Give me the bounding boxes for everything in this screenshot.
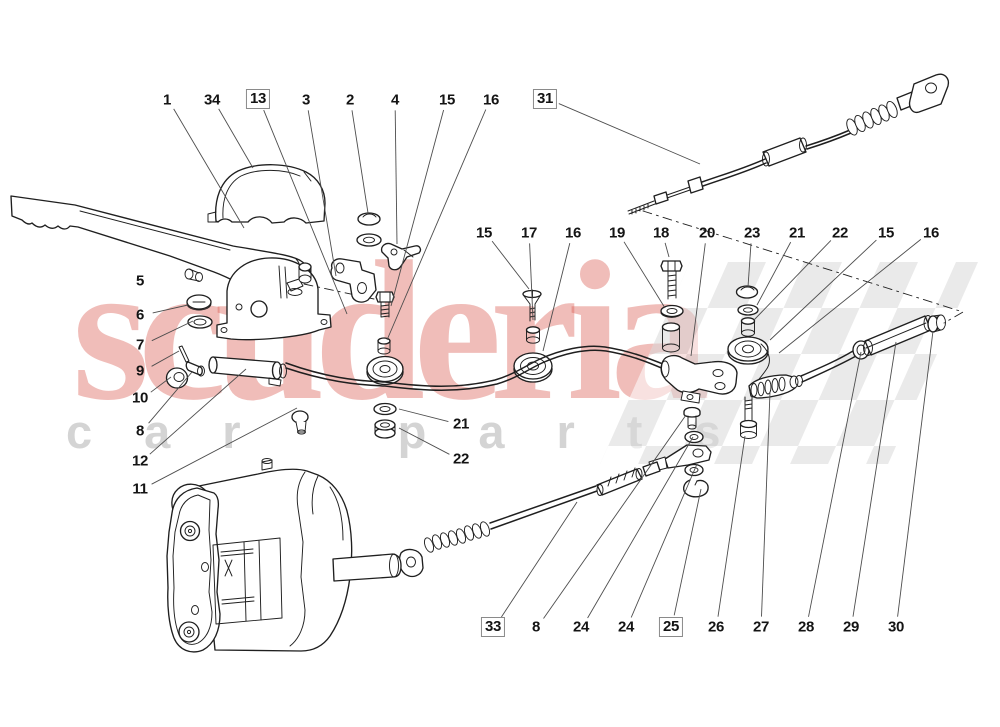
callout-22-17: 22 xyxy=(831,224,849,242)
callout-4-5: 4 xyxy=(390,91,400,109)
callout-15-18: 15 xyxy=(877,224,895,242)
callout-19-12: 19 xyxy=(608,224,626,242)
callout-8-31: 8 xyxy=(531,618,541,636)
callout-22-29: 22 xyxy=(452,450,470,468)
callout-30-39: 30 xyxy=(887,618,905,636)
bolt-27 xyxy=(739,396,758,439)
callout-3-3: 3 xyxy=(301,91,311,109)
washer-21-mid xyxy=(373,402,397,416)
callout-26-35: 26 xyxy=(707,618,725,636)
callout-33-30: 33 xyxy=(480,617,506,637)
callout-17-10: 17 xyxy=(520,224,538,242)
rear-cable-right xyxy=(800,314,946,383)
cap-2 xyxy=(356,212,382,247)
callout-16-11: 16 xyxy=(564,224,582,242)
callout-10-24: 10 xyxy=(131,389,149,407)
callout-24-32: 24 xyxy=(572,618,590,636)
handbrake-cable-31 xyxy=(627,73,964,324)
cap-washer-stack-23-21-22 xyxy=(735,285,759,337)
pin-9 xyxy=(178,345,190,363)
pulley-left xyxy=(366,355,404,386)
callout-leader-lines xyxy=(148,103,934,619)
callout-24-33: 24 xyxy=(617,618,635,636)
callout-1-0: 1 xyxy=(162,91,172,109)
callout-8-25: 8 xyxy=(135,422,145,440)
callout-13-2: 13 xyxy=(245,89,271,109)
callout-28-37: 28 xyxy=(797,618,815,636)
callout-6-21: 6 xyxy=(135,306,145,324)
callout-15-9: 15 xyxy=(475,224,493,242)
bolt-8-left xyxy=(185,361,205,377)
handbrake-main-cable xyxy=(285,345,669,391)
spring-boot-26 xyxy=(748,343,803,399)
spacer-16 xyxy=(377,337,391,355)
pulley-right xyxy=(727,336,769,365)
callout-34-1: 34 xyxy=(203,91,221,109)
nut-22-mid xyxy=(374,419,396,439)
callout-20-14: 20 xyxy=(698,224,716,242)
callout-25-34: 25 xyxy=(658,617,684,637)
callout-7-22: 7 xyxy=(135,336,145,354)
bracket-3 xyxy=(298,258,377,303)
callout-23-15: 23 xyxy=(743,224,761,242)
bolt-stack-18-19 xyxy=(660,260,684,353)
callout-21-28: 21 xyxy=(452,415,470,433)
callout-12-26: 12 xyxy=(131,452,149,470)
bushing-6 xyxy=(186,294,212,311)
equalizer-bracket-20 xyxy=(660,354,738,404)
callout-16-7: 16 xyxy=(482,91,500,109)
caliper-cable-33 xyxy=(398,461,661,578)
callout-9-23: 9 xyxy=(135,362,145,380)
brake-caliper xyxy=(166,458,353,653)
cable-adjuster-12 xyxy=(208,356,287,387)
lever-cover xyxy=(207,164,326,224)
callout-11-27: 11 xyxy=(132,480,148,498)
callout-18-13: 18 xyxy=(652,224,670,242)
callout-2-4: 2 xyxy=(345,91,355,109)
caliper-piston-rod xyxy=(332,553,402,582)
cable-end-button-11 xyxy=(291,410,309,435)
callout-29-38: 29 xyxy=(842,618,860,636)
washer-7 xyxy=(187,315,213,329)
callout-31-8: 31 xyxy=(532,89,558,109)
callout-15-6: 15 xyxy=(438,91,456,109)
callout-21-16: 21 xyxy=(788,224,806,242)
callout-27-36: 27 xyxy=(752,618,770,636)
callout-5-20: 5 xyxy=(135,272,145,290)
pawl-4 xyxy=(380,242,422,271)
callout-16-19: 16 xyxy=(922,224,940,242)
